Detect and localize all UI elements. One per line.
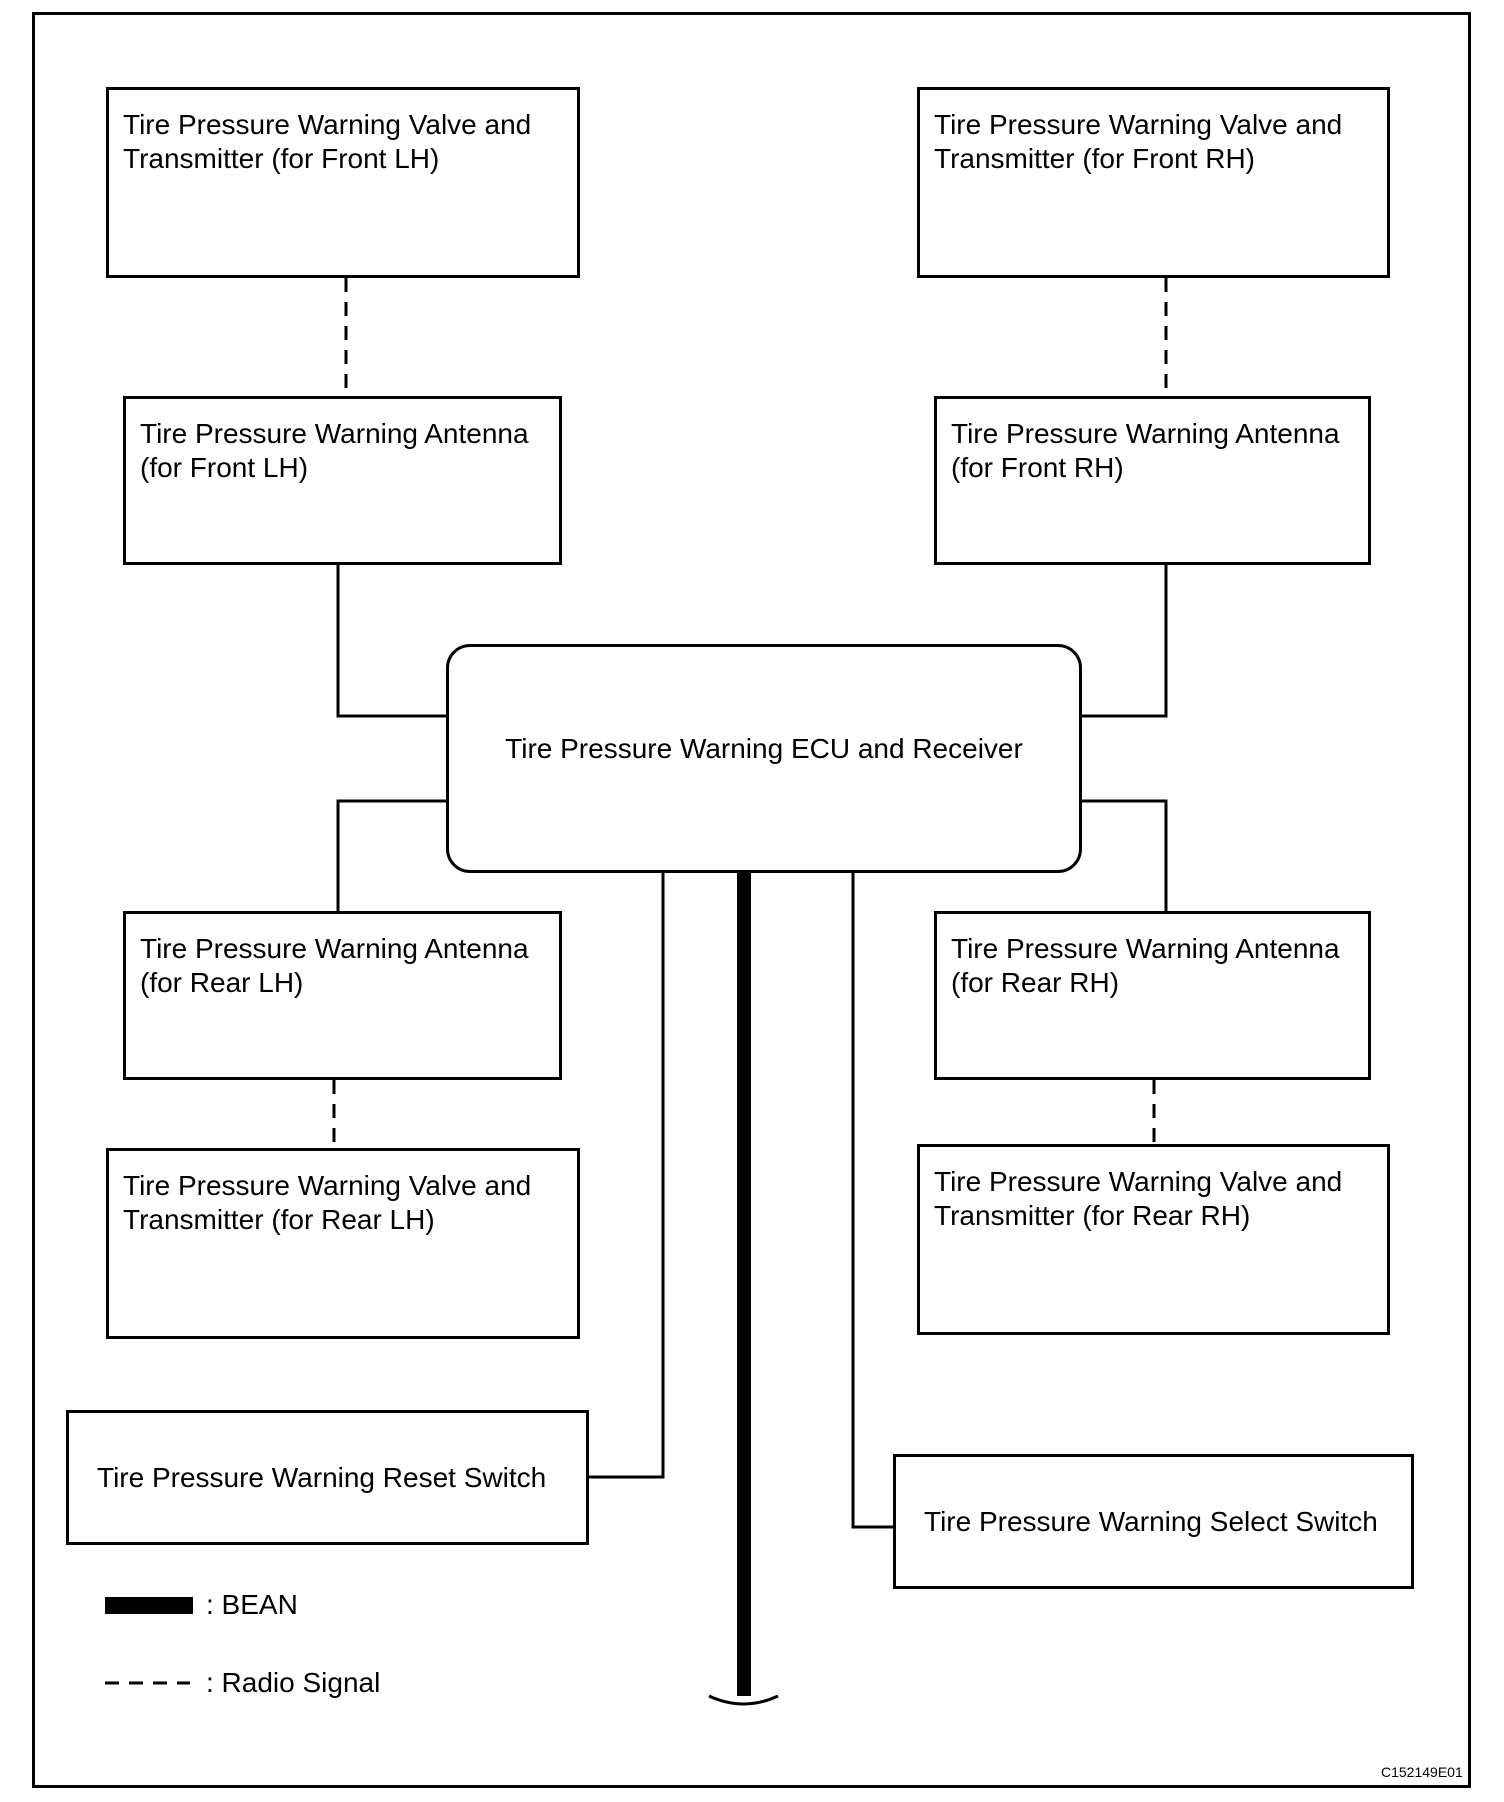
front-rh-antenna-label-2: (for Front RH) <box>951 452 1124 483</box>
wire-rear-rh-antenna <box>1080 799 1168 913</box>
rear-rh-antenna-label-1: Tire Pressure Warning Antenna <box>951 933 1340 964</box>
bean-bus-break-mark <box>708 1694 779 1706</box>
front-rh-transmitter-label-2: Transmitter (for Front RH) <box>934 143 1255 174</box>
wire-rear-lh-antenna <box>336 799 448 913</box>
select-switch-box: Tire Pressure Warning Select Switch <box>893 1454 1414 1589</box>
front-rh-antenna-box: Tire Pressure Warning Antenna (for Front… <box>934 396 1371 565</box>
reset-switch-label: Tire Pressure Warning Reset Switch <box>97 1461 547 1493</box>
rear-rh-transmitter-label-1: Tire Pressure Warning Valve and <box>934 1166 1343 1197</box>
front-lh-transmitter-label-2: Transmitter (for Front LH) <box>123 143 440 174</box>
front-lh-antenna-label-2: (for Front LH) <box>140 452 309 483</box>
ecu-receiver-label: Tire Pressure Warning ECU and Receiver <box>505 732 1023 764</box>
wire-select-switch <box>851 873 895 1529</box>
legend-radio-label: : Radio Signal <box>206 1667 381 1698</box>
front-rh-transmitter-box: Tire Pressure Warning Valve and Transmit… <box>917 87 1390 278</box>
rear-rh-transmitter-label-2: Transmitter (for Rear RH) <box>934 1200 1251 1231</box>
rear-rh-antenna-label-2: (for Rear RH) <box>951 967 1120 998</box>
rear-lh-antenna-label-2: (for Rear LH) <box>140 967 304 998</box>
rear-lh-antenna-box: Tire Pressure Warning Antenna (for Rear … <box>123 911 562 1080</box>
rear-lh-antenna-label-1: Tire Pressure Warning Antenna <box>140 933 529 964</box>
diagram-frame <box>32 12 1471 1788</box>
reset-switch-box: Tire Pressure Warning Reset Switch <box>66 1410 589 1545</box>
front-lh-transmitter-label-1: Tire Pressure Warning Valve and <box>123 109 532 140</box>
select-switch-label: Tire Pressure Warning Select Switch <box>924 1505 1378 1537</box>
front-lh-transmitter-box: Tire Pressure Warning Valve and Transmit… <box>106 87 580 278</box>
front-lh-antenna-box: Tire Pressure Warning Antenna (for Front… <box>123 396 562 565</box>
wire-reset-switch <box>587 873 665 1479</box>
front-lh-antenna-label-1: Tire Pressure Warning Antenna <box>140 418 529 449</box>
legend-bean-swatch <box>105 1597 193 1614</box>
bean-bus-line <box>737 873 751 1696</box>
rear-lh-transmitter-label-2: Transmitter (for Rear LH) <box>123 1204 435 1235</box>
rear-rh-transmitter-box: Tire Pressure Warning Valve and Transmit… <box>917 1144 1390 1335</box>
figure-code: C152149E01 <box>1381 1764 1463 1780</box>
wire-front-lh-antenna <box>336 565 448 718</box>
ecu-receiver-box: Tire Pressure Warning ECU and Receiver <box>446 644 1082 873</box>
front-rh-transmitter-label-1: Tire Pressure Warning Valve and <box>934 109 1343 140</box>
front-rh-antenna-label-1: Tire Pressure Warning Antenna <box>951 418 1340 449</box>
rear-lh-transmitter-label-1: Tire Pressure Warning Valve and <box>123 1170 532 1201</box>
rear-lh-transmitter-box: Tire Pressure Warning Valve and Transmit… <box>106 1148 580 1339</box>
legend-bean-label: : BEAN <box>206 1589 298 1620</box>
wire-front-rh-antenna <box>1080 565 1168 718</box>
rear-rh-antenna-box: Tire Pressure Warning Antenna (for Rear … <box>934 911 1371 1080</box>
